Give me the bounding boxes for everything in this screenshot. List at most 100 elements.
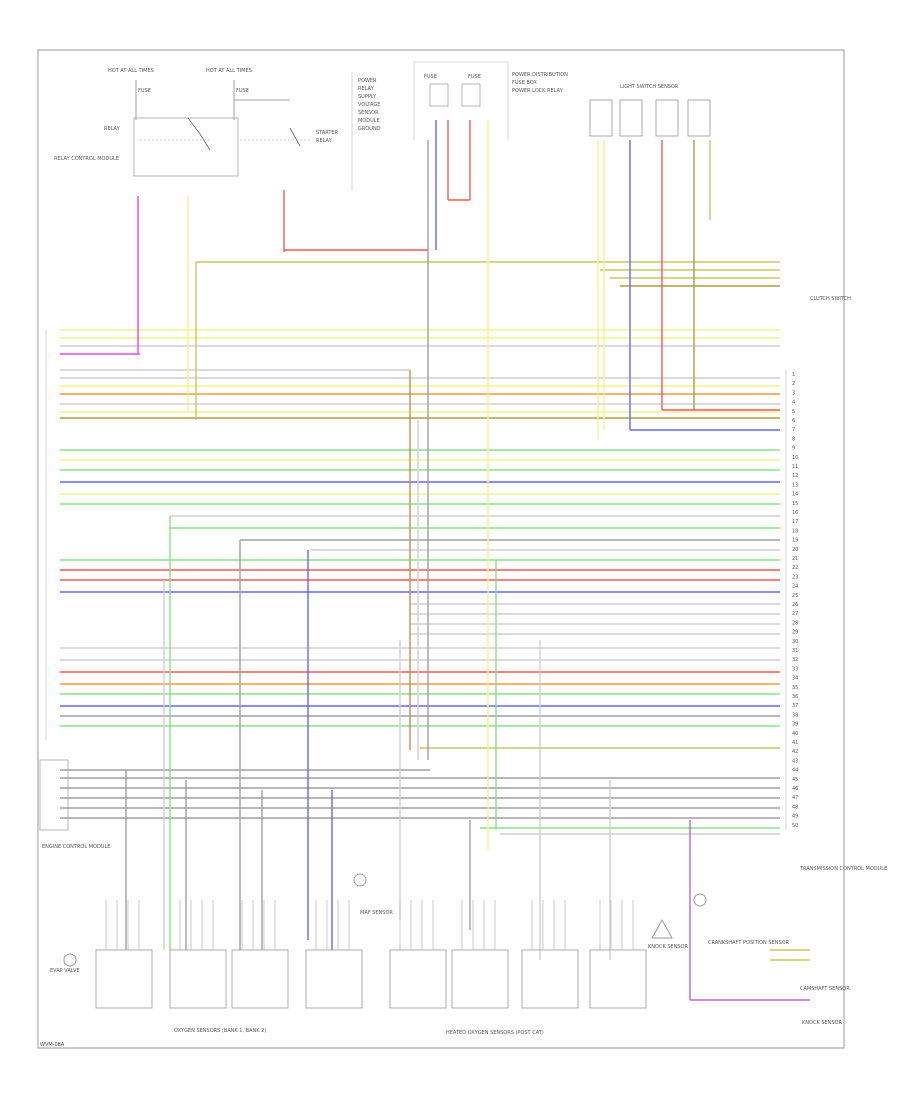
connector-pin-label: 28 (792, 620, 798, 626)
light-switch-label: LIGHT SWITCH SENSOR (620, 84, 679, 90)
connector-pin-label: 6 (792, 418, 795, 424)
connector-pin-label: 35 (792, 685, 798, 691)
clutch-label: CLUTCH SWITCH (810, 296, 851, 302)
connector-pin-label: 18 (792, 528, 798, 534)
sensor-module-2 (231, 949, 289, 1009)
power-dist-label: POWER DISTRIBUTION (512, 72, 568, 78)
connector-pin-label: 12 (792, 473, 798, 479)
connector-pin-label: 19 (792, 538, 798, 544)
sensor-module-5 (451, 949, 509, 1009)
sensor-a-label: MAF SENSOR (360, 910, 393, 916)
connector-pin-label: 16 (792, 510, 798, 516)
connector-pin-label: 26 (792, 602, 798, 608)
top-left-switch-block: HOT AT ALL TIMES HOT AT ALL TIMES FUSE F… (54, 68, 339, 177)
svg-text:RELAY: RELAY (104, 126, 121, 132)
connector-pin-label: 48 (792, 804, 798, 810)
power-lock-label: POWER LOCK RELAY (512, 88, 564, 94)
connector-pin-label: 7 (792, 427, 795, 433)
round-sensor-0 (63, 953, 77, 967)
svg-text:VOLTAGE: VOLTAGE (358, 102, 380, 108)
connector-pin-label: 47 (792, 795, 798, 801)
connector-pin-label: 2 (792, 381, 795, 387)
connector-pin-label: 25 (792, 593, 798, 599)
footer-code: WVM-08A (40, 1042, 65, 1048)
fuse-label-1: FUSE (138, 88, 151, 94)
group-left-label: OXYGEN SENSORS (BANK 1, BANK 2) (174, 1028, 266, 1034)
vertical-wires (125, 120, 780, 1000)
knock-sensor-symbol (651, 918, 673, 939)
svg-text:GROUND: GROUND (358, 126, 381, 132)
connector-pin-label: 20 (792, 547, 798, 553)
connector-pin-label: 22 (792, 565, 798, 571)
connector-pin-label: 46 (792, 786, 798, 792)
connector-pin-label: 33 (792, 666, 798, 672)
connector-pin-label: 42 (792, 749, 798, 755)
hot-label-2: HOT AT ALL TIMES (206, 68, 252, 74)
connector-pin-label: 36 (792, 694, 798, 700)
connector-pin-label: 13 (792, 482, 798, 488)
camshaft-label: CAMSHAFT SENSOR (800, 986, 850, 992)
trans-module-label: TRANSMISSION CONTROL MODULE (799, 866, 887, 872)
svg-text:FUSE BOX: FUSE BOX (512, 80, 537, 86)
connector-pin-label: 49 (792, 814, 798, 820)
svg-text:RELAY: RELAY (316, 138, 333, 144)
connector-pin-label: 38 (792, 712, 798, 718)
connector-pin-label: 30 (792, 639, 798, 645)
connector-pin-label: 8 (792, 436, 795, 442)
sensor-module-1 (169, 949, 227, 1009)
group-mid-label: HEATED OXYGEN SENSORS (POST CAT) (446, 1030, 544, 1036)
left-connector: ENGINE CONTROL MODULE (39, 330, 110, 850)
sensor-module-6 (521, 949, 579, 1009)
connector-pin-label: 29 (792, 630, 798, 636)
connector-pin-label: 31 (792, 648, 798, 654)
sensor-module-3 (305, 949, 363, 1009)
right-connector: CLUTCH SWITCH TRANSMISSION CONTROL MODUL… (785, 296, 887, 872)
left-relay-label: RELAY CONTROL MODULE (54, 156, 119, 162)
connector-pin-label: 9 (792, 446, 795, 452)
svg-text:RELAY: RELAY (358, 86, 375, 92)
connector-pin-label: 10 (792, 455, 798, 461)
sensor-c-label: CRANKSHAFT POSITION SENSOR (708, 940, 790, 946)
fuse-box-a: FUSE (424, 74, 437, 80)
connector-pin-label: 4 (792, 400, 795, 406)
svg-text:SUPPLY: SUPPLY (358, 94, 377, 100)
hot-label-1: HOT AT ALL TIMES (108, 68, 154, 74)
sensor-module-0 (95, 949, 153, 1009)
connector-pin-label: 23 (792, 574, 798, 580)
diagram-frame (37, 49, 845, 1049)
connector-pin-label: 14 (792, 492, 798, 498)
round-sensor-1 (353, 873, 367, 887)
light-switch-sensor: LIGHT SWITCH SENSOR (589, 84, 711, 137)
connector-pin-label: 3 (792, 390, 795, 396)
round-sensor-2 (693, 893, 707, 907)
sensor-b-label: KNOCK SENSOR (648, 944, 688, 950)
connector-pin-label: 40 (792, 731, 798, 737)
connector-pin-label: 44 (792, 768, 798, 774)
connector-pin-label: 1 (792, 372, 795, 378)
svg-text:STARTER: STARTER (316, 130, 339, 136)
bottom-sensors (63, 873, 810, 1009)
sensor-module-4 (389, 949, 447, 1009)
knock-label: KNOCK SENSOR (802, 1020, 842, 1026)
connector-pin-label: 15 (792, 501, 798, 507)
left-module-label: ENGINE CONTROL MODULE (42, 844, 110, 850)
sensor-module-7 (589, 949, 647, 1009)
fuse-label-2: FUSE (236, 88, 249, 94)
connector-pin-label: 45 (792, 777, 798, 783)
connector-pin-label: 34 (792, 676, 798, 682)
connector-pin-label: 43 (792, 758, 798, 764)
connector-pin-label: 5 (792, 409, 795, 415)
connector-pin-label: 27 (792, 611, 798, 617)
connector-pin-label: 11 (792, 464, 798, 470)
connector-pin-label: 39 (792, 722, 798, 728)
top-mid-text: POWER RELAY SUPPLY VOLTAGE SENSOR MODULE… (351, 61, 568, 190)
horizontal-wires (60, 261, 780, 835)
connector-pin-label: 24 (792, 584, 798, 590)
connector-pin-label: 37 (792, 703, 798, 709)
connector-pin-label: 50 (792, 823, 798, 829)
svg-text:POWER: POWER (358, 78, 377, 84)
connector-pin-label: 17 (792, 519, 798, 525)
fuse-box-b: FUSE (468, 74, 481, 80)
